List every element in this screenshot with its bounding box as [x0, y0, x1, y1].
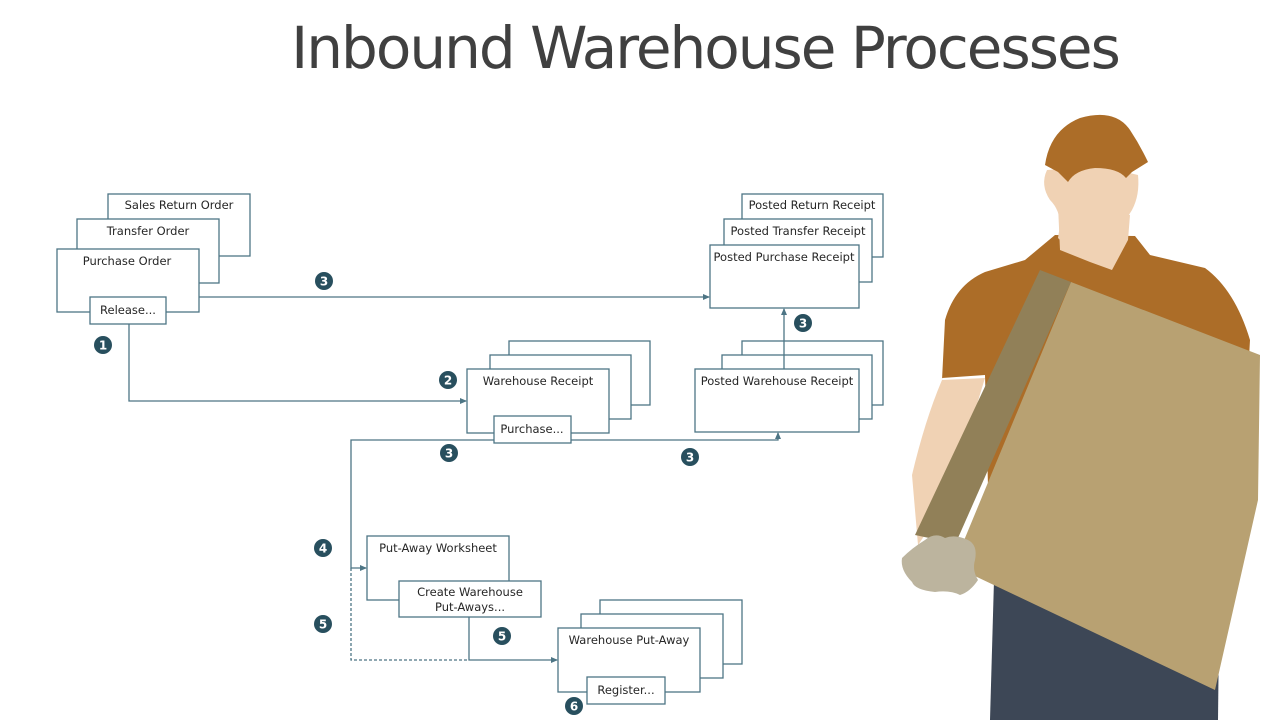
- step-number: 5: [498, 630, 506, 644]
- step-badge-5: 5: [493, 627, 511, 645]
- connector-post-to-posted-whse: [571, 432, 781, 441]
- step-number: 5: [319, 618, 327, 632]
- connector-worksheet-to-put-away: [468, 617, 558, 663]
- transfer-order-label: Transfer Order: [106, 224, 190, 238]
- connector-release-to-receipt: [128, 324, 467, 404]
- posted-purchase-receipt-label: Posted Purchase Receipt: [714, 250, 855, 264]
- step-badge-3: 3: [440, 444, 458, 462]
- step-badge-3: 3: [315, 272, 333, 290]
- step-number: 1: [99, 339, 107, 353]
- posted-purchase-receipt-box[interactable]: [709, 244, 860, 309]
- post-receipt-button-label: Purchase...: [500, 422, 563, 436]
- step-badge-3: 3: [794, 314, 812, 332]
- worker-face: [1044, 166, 1139, 255]
- step-badge-4: 4: [314, 539, 332, 557]
- posted-documents-stack: Posted Return Receipt Posted Transfer Re…: [709, 193, 884, 309]
- step-number: 4: [319, 542, 327, 556]
- worker-illustration: [901, 114, 1260, 720]
- source-documents-stack: Sales Return Order Transfer Order Purcha…: [56, 193, 251, 325]
- cardboard-box: [958, 282, 1260, 690]
- put-away-worksheet-group: Put-Away Worksheet Create Warehouse Put-…: [366, 535, 542, 618]
- posted-transfer-receipt-label: Posted Transfer Receipt: [731, 224, 866, 238]
- warehouse-receipt-stack: Warehouse Receipt Purchase...: [466, 340, 651, 444]
- posted-warehouse-receipt-label: Posted Warehouse Receipt: [701, 374, 854, 388]
- sales-return-order-label: Sales Return Order: [125, 198, 234, 212]
- warehouse-receipt-label: Warehouse Receipt: [483, 374, 594, 388]
- connector-dashed-direct: [350, 568, 469, 661]
- warehouse-put-away-stack: Warehouse Put-Away Register...: [557, 599, 743, 705]
- post-receipt-button[interactable]: [493, 415, 572, 444]
- box-tape: [915, 270, 1071, 542]
- step-number: 6: [570, 700, 578, 714]
- step-number: 2: [444, 374, 452, 388]
- purchase-order-label: Purchase Order: [83, 254, 172, 268]
- create-put-aways-label-line1: Create Warehouse: [417, 585, 523, 599]
- step-badge-1: 1: [94, 336, 112, 354]
- connector-receipt-to-worksheet: [350, 439, 494, 571]
- posted-return-receipt-label: Posted Return Receipt: [749, 198, 876, 212]
- step-number: 3: [686, 451, 694, 465]
- step-badge-2: 2: [439, 371, 457, 389]
- release-button-label: Release...: [100, 303, 156, 317]
- step-badge-6: 6: [565, 697, 583, 715]
- put-away-worksheet-label: Put-Away Worksheet: [379, 541, 497, 555]
- page-title: Inbound Warehouse Processes: [291, 14, 1121, 82]
- create-warehouse-put-aways-button[interactable]: [398, 580, 542, 618]
- posted-warehouse-receipt-box[interactable]: [694, 368, 860, 433]
- posted-warehouse-receipt-stack: Posted Warehouse Receipt: [694, 340, 884, 433]
- release-button[interactable]: [89, 296, 167, 325]
- worker-glove: [901, 535, 978, 595]
- step-badge-5: 5: [314, 615, 332, 633]
- step-number: 3: [445, 447, 453, 461]
- warehouse-put-away-label: Warehouse Put-Away: [569, 633, 690, 647]
- step-number: 3: [320, 275, 328, 289]
- step-badge-3: 3: [681, 448, 699, 466]
- register-button[interactable]: [586, 676, 666, 705]
- worker-cap: [1045, 114, 1148, 182]
- step-number: 3: [799, 317, 807, 331]
- create-put-aways-label-line2: Put-Aways...: [435, 600, 505, 614]
- register-button-label: Register...: [597, 683, 654, 697]
